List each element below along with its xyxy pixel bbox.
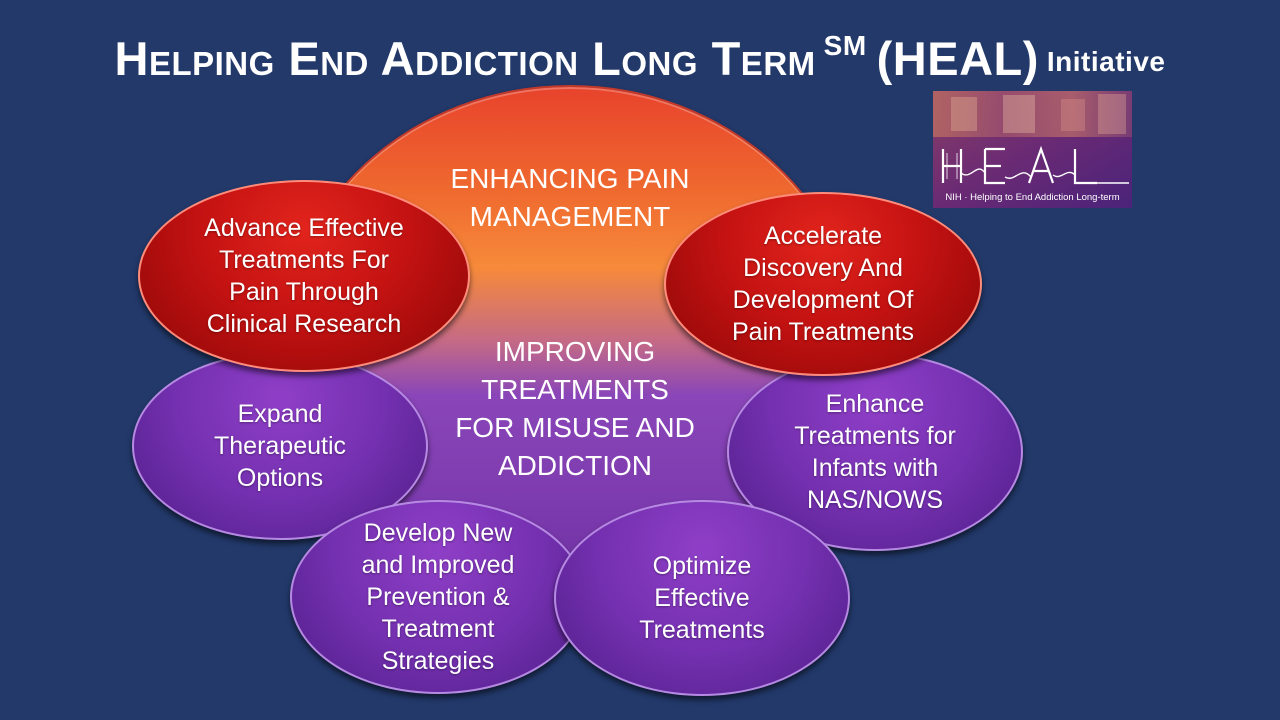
- title-service-mark: SM: [823, 30, 867, 61]
- goal-label: Enhance Treatments for Infants with NAS/…: [794, 390, 956, 514]
- goal-optimize-treatments: Optimize Effective Treatments: [554, 500, 850, 696]
- goal-accelerate-discovery: Accelerate Discovery And Development Of …: [664, 192, 982, 376]
- goal-advance-clinical-research: Advance Effective Treatments For Pain Th…: [138, 180, 470, 372]
- title-acronym: (HEAL): [876, 32, 1039, 85]
- center-pain-label: ENHANCING PAIN MANAGEMENT: [450, 163, 690, 232]
- goal-label: Advance Effective Treatments For Pain Th…: [204, 214, 404, 338]
- heal-wordmark-icon: [941, 145, 1129, 185]
- goal-prevention-treatment-strategies: Develop New and Improved Prevention & Tr…: [290, 500, 586, 694]
- heal-logo-graphic: [933, 91, 1132, 208]
- goal-label: Accelerate Discovery And Development Of …: [731, 222, 915, 346]
- goal-label: Expand Therapeutic Options: [213, 400, 347, 492]
- center-addiction-label: IMPROVING TREATMENTS FOR MISUSE AND ADDI…: [455, 336, 695, 481]
- goal-label: Optimize Effective Treatments: [639, 552, 765, 644]
- heal-logo-caption: NIH · Helping to End Addiction Long-term: [945, 192, 1120, 203]
- heal-logo: NIH · Helping to End Addiction Long-term: [933, 91, 1132, 208]
- goal-label: Develop New and Improved Prevention & Tr…: [361, 519, 515, 675]
- title-suffix: Initiative: [1046, 46, 1166, 77]
- title-main: Helping End Addiction Long Term: [114, 32, 816, 85]
